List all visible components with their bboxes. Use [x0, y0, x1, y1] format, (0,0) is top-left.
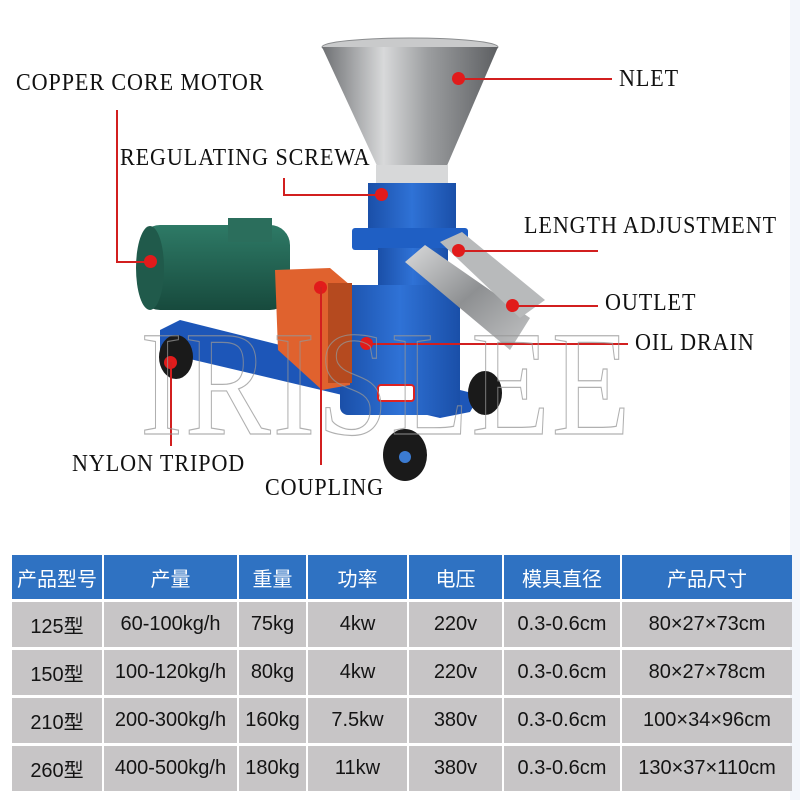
- cell-voltage: 380v: [409, 698, 502, 743]
- cell-die-diameter: 0.3-0.6cm: [504, 746, 620, 791]
- label-regulating-screw: REGULATING SCREWA: [120, 145, 371, 171]
- callout-dot: [144, 255, 157, 268]
- callout-dot: [375, 188, 388, 201]
- label-oil-drain: OIL DRAIN: [635, 330, 755, 356]
- cell-weight: 160kg: [239, 698, 306, 743]
- cell-model: 260型: [12, 746, 102, 791]
- cell-power: 4kw: [308, 650, 407, 695]
- column-header-die-diameter: 模具直径: [504, 555, 620, 599]
- cell-dimensions: 80×27×73cm: [622, 602, 792, 647]
- cell-dimensions: 100×34×96cm: [622, 698, 792, 743]
- table-row: 210型 200-300kg/h 160kg 7.5kw 380v 0.3-0.…: [12, 698, 792, 743]
- label-inlet: NLET: [619, 66, 680, 92]
- cell-model: 210型: [12, 698, 102, 743]
- callout-dot: [452, 244, 465, 257]
- column-header-output: 产量: [104, 555, 237, 599]
- label-length-adjustment: LENGTH ADJUSTMENT: [524, 213, 777, 239]
- cell-model: 125型: [12, 602, 102, 647]
- cell-weight: 80kg: [239, 650, 306, 695]
- cell-voltage: 220v: [409, 650, 502, 695]
- column-header-power: 功率: [308, 555, 407, 599]
- cell-die-diameter: 0.3-0.6cm: [504, 602, 620, 647]
- page-edge: [790, 0, 800, 800]
- cell-power: 11kw: [308, 746, 407, 791]
- column-header-dimensions: 产品尺寸: [622, 555, 792, 599]
- table-row: 260型 400-500kg/h 180kg 11kw 380v 0.3-0.6…: [12, 746, 792, 791]
- cell-dimensions: 80×27×78cm: [622, 650, 792, 695]
- cell-output: 400-500kg/h: [104, 746, 237, 791]
- cell-die-diameter: 0.3-0.6cm: [504, 698, 620, 743]
- cell-weight: 180kg: [239, 746, 306, 791]
- callout-dot: [360, 337, 373, 350]
- cell-power: 4kw: [308, 602, 407, 647]
- cell-die-diameter: 0.3-0.6cm: [504, 650, 620, 695]
- table-row: 125型 60-100kg/h 75kg 4kw 220v 0.3-0.6cm …: [12, 602, 792, 647]
- cell-output: 60-100kg/h: [104, 602, 237, 647]
- column-header-weight: 重量: [239, 555, 306, 599]
- label-coupling: COUPLING: [265, 475, 384, 501]
- cell-dimensions: 130×37×110cm: [622, 746, 792, 791]
- label-outlet: OUTLET: [605, 290, 697, 316]
- cell-output: 100-120kg/h: [104, 650, 237, 695]
- cell-weight: 75kg: [239, 602, 306, 647]
- label-nylon-tripod: NYLON TRIPOD: [72, 451, 246, 477]
- label-copper-core-motor: COPPER CORE MOTOR: [16, 70, 265, 96]
- table-row: 150型 100-120kg/h 80kg 4kw 220v 0.3-0.6cm…: [12, 650, 792, 695]
- column-header-voltage: 电压: [409, 555, 502, 599]
- column-header-model: 产品型号: [12, 555, 102, 599]
- spec-table: 产品型号 产量 重量 功率 电压 模具直径 产品尺寸 125型 60-100kg…: [10, 552, 794, 794]
- cell-power: 7.5kw: [308, 698, 407, 743]
- cell-voltage: 380v: [409, 746, 502, 791]
- table-header-row: 产品型号 产量 重量 功率 电压 模具直径 产品尺寸: [12, 555, 792, 599]
- cell-model: 150型: [12, 650, 102, 695]
- cell-output: 200-300kg/h: [104, 698, 237, 743]
- cell-voltage: 220v: [409, 602, 502, 647]
- callout-dot: [452, 72, 465, 85]
- callout-dot: [506, 299, 519, 312]
